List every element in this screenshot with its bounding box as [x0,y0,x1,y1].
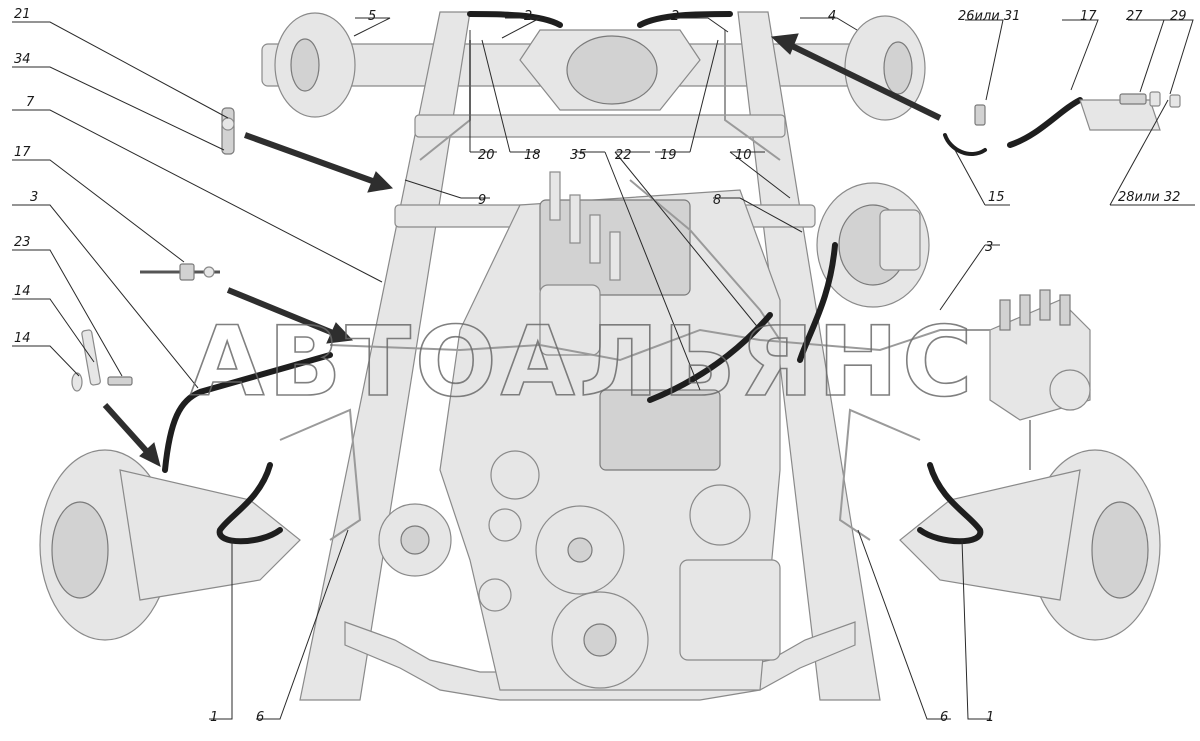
callout-3-right: 3 [985,240,993,255]
callout-14-a: 14 [14,284,31,299]
callout-labels: 21 34 7 17 3 23 14 14 5 2 2 4 26или 31 1… [14,7,1187,725]
watermark-text: АВТОАЛЬЯНС [190,306,976,418]
front-right-hub [899,449,1161,641]
callout-21: 21 [14,7,31,22]
brake-booster [816,182,930,308]
callout-5: 5 [368,9,376,24]
front-left-hub [39,449,301,641]
clip-detail-15-26 [943,104,987,156]
callout-10: 10 [735,148,752,163]
callout-19: 19 [660,148,677,163]
leader-lines [12,17,1195,720]
callout-35: 35 [570,148,587,163]
abs-unit [989,289,1091,421]
callout-6-left: 6 [256,710,264,725]
callout-34: 34 [14,52,31,67]
callout-7: 7 [26,95,35,110]
callout-1-left: 1 [210,710,218,725]
sensor-detail-17 [140,263,220,281]
hose-connector-detail-21-34 [221,107,235,155]
callout-20: 20 [478,148,495,163]
callout-23: 23 [14,235,31,250]
rear-axle [261,12,926,121]
callout-8: 8 [713,193,721,208]
pointer-arrows [102,33,942,467]
bolt-detail-14-23 [71,329,133,392]
callout-22: 22 [615,148,632,163]
brake-hoses [162,11,1083,545]
callout-18: 18 [524,148,541,163]
engine [378,171,781,691]
callout-2-a: 2 [524,9,532,24]
bracket-detail-17-27-29 [1079,91,1181,131]
callout-26-or-31: 26или 31 [958,9,1020,24]
callout-6-right: 6 [940,710,948,725]
callout-14-b: 14 [14,331,31,346]
callout-29: 29 [1170,9,1187,24]
callout-17-left: 17 [14,145,31,160]
callout-2-b: 2 [671,9,679,24]
callout-4: 4 [828,9,836,24]
callout-3-left: 3 [30,190,38,205]
callout-15: 15 [988,190,1005,205]
callout-27: 27 [1126,9,1143,24]
callout-17-right: 17 [1080,9,1097,24]
callout-9: 9 [478,193,486,208]
callout-1-right: 1 [986,710,994,725]
callout-28-or-32: 28или 32 [1118,190,1180,205]
